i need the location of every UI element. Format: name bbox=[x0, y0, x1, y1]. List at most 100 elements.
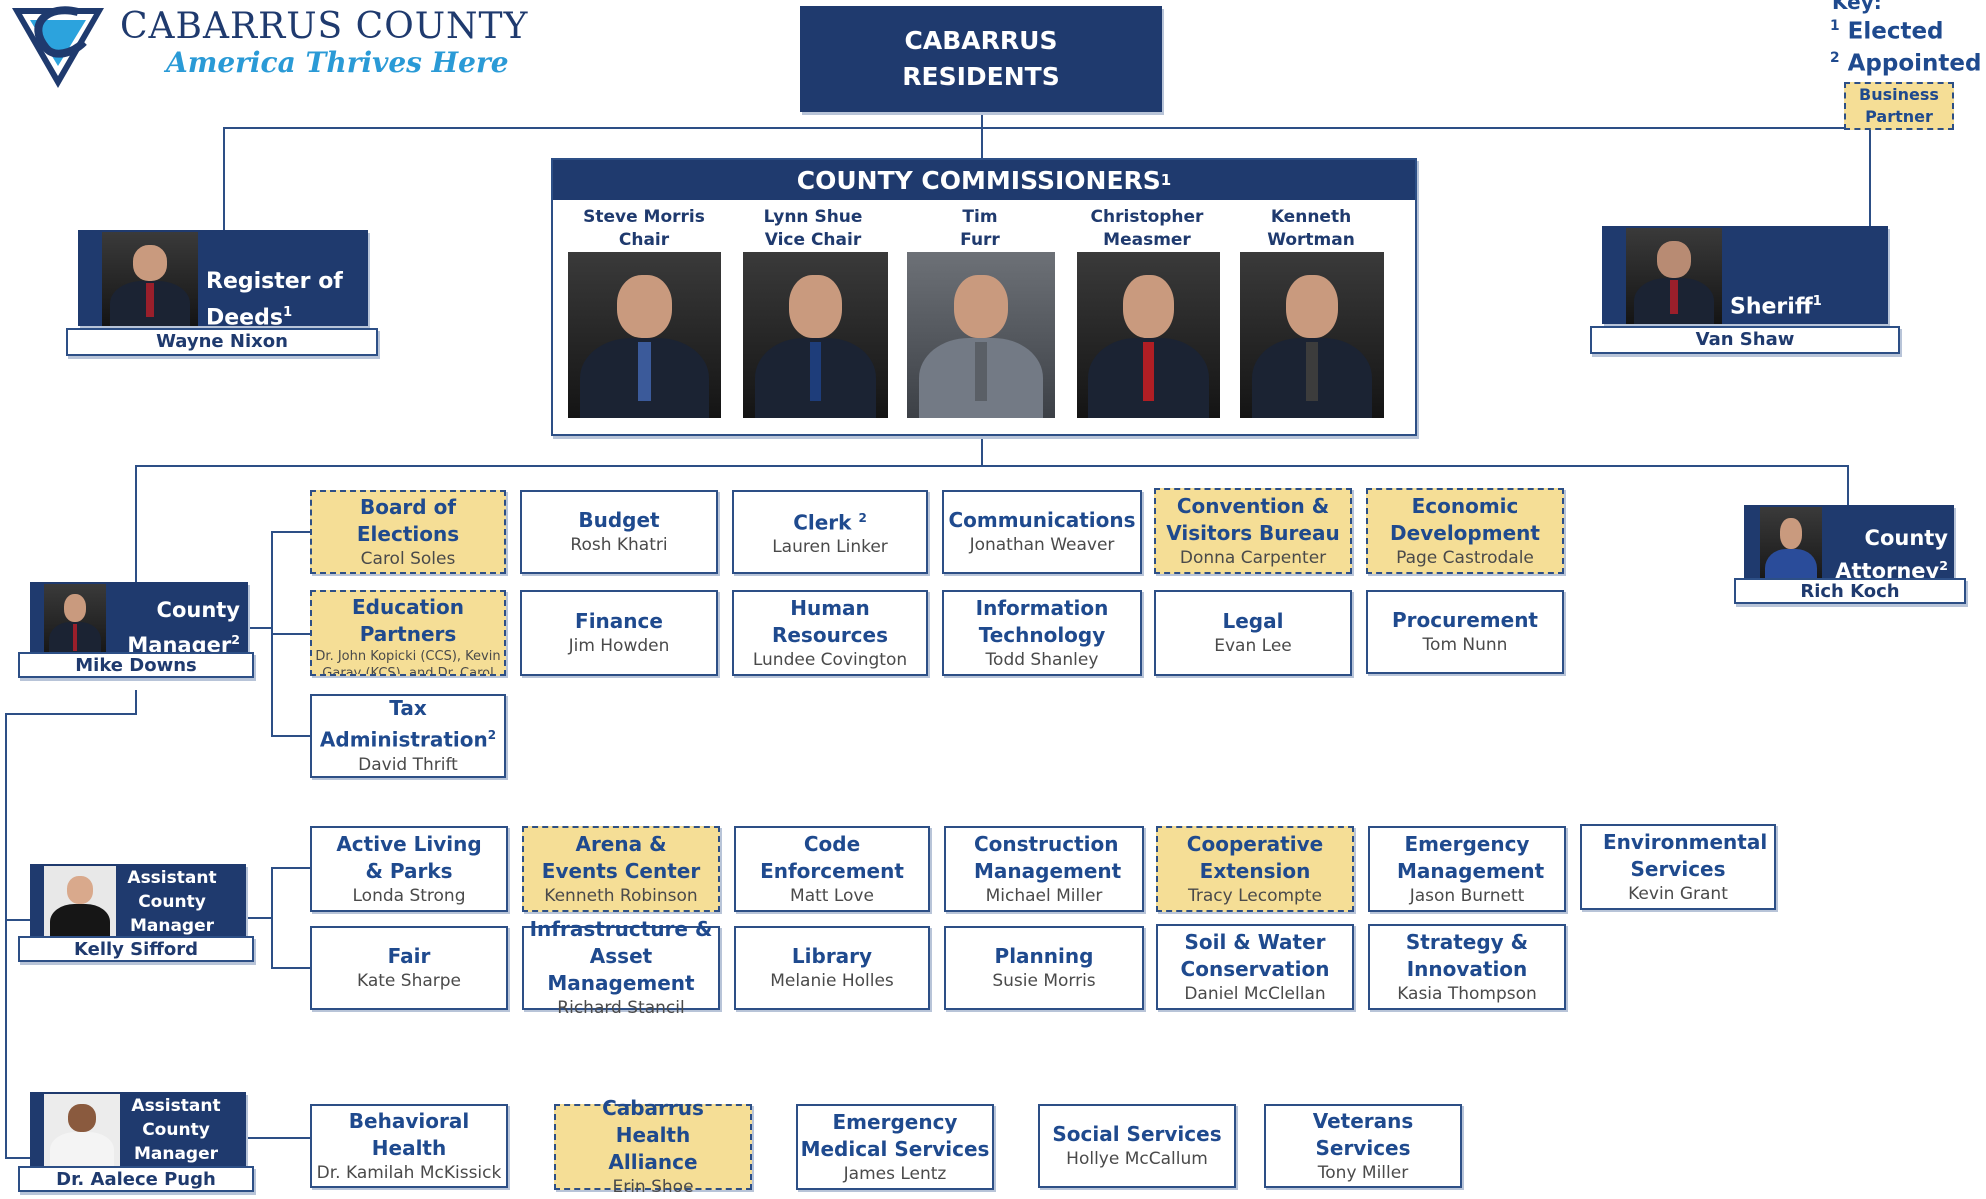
commissioner-first-1: Steve Morris bbox=[583, 207, 705, 227]
dept-ems-title: Emergency Medical Services bbox=[800, 1109, 990, 1161]
dept-fair: Fair Kate Sharpe bbox=[310, 926, 508, 1010]
dept-hr-person: Lundee Covington bbox=[752, 649, 908, 670]
dept-environmental-services: Environmental Services Kevin Grant bbox=[1580, 824, 1776, 910]
dept-veterans-services: Veterans Services Tony Miller bbox=[1264, 1104, 1462, 1188]
key-business-partner: Business Partner bbox=[1844, 82, 1954, 130]
sheriff-photo bbox=[1626, 228, 1722, 324]
commissioner-role-3: Furr bbox=[960, 230, 1000, 250]
key-appointed-label: Appointed bbox=[1847, 50, 1982, 77]
attorney-title: County Attorney2 bbox=[1830, 524, 1948, 585]
dept-coop-person: Tracy Lecompte bbox=[1188, 885, 1322, 906]
commissioner-photo-4 bbox=[1077, 252, 1220, 418]
county-manager-title-1: County bbox=[156, 598, 240, 622]
dept-finance-person: Jim Howden bbox=[568, 636, 670, 656]
dept-clerk-sup: 2 bbox=[858, 510, 867, 525]
commissioners-title-sup: 1 bbox=[1160, 171, 1172, 189]
dept-planning: Planning Susie Morris bbox=[944, 926, 1144, 1010]
dept-behavioral-title: Behavioral Health bbox=[348, 1108, 470, 1160]
commissioner-photo-1 bbox=[568, 252, 721, 418]
register-title-1: Register of bbox=[206, 269, 343, 294]
residents-line2: RESIDENTS bbox=[902, 62, 1060, 91]
dept-code-enforcement: Code Enforcement Matt Love bbox=[734, 826, 930, 912]
dept-cvb-person: Donna Carpenter bbox=[1179, 547, 1327, 568]
acm1-line3: Manager bbox=[129, 916, 215, 936]
dept-library-title: Library bbox=[791, 944, 873, 968]
commissioner-role-5: Wortman bbox=[1267, 230, 1355, 250]
sheriff-sup: 1 bbox=[1812, 294, 1822, 309]
dept-econ-title: Economic Development bbox=[1390, 493, 1540, 545]
dept-behavioral-health: Behavioral Health Dr. Kamilah McKissick bbox=[310, 1104, 508, 1188]
dept-arena-person: Kenneth Robinson bbox=[544, 885, 698, 906]
acm2-line1: Assistant bbox=[131, 1096, 221, 1116]
acm2-line2: County bbox=[142, 1120, 210, 1140]
dept-coop-title: Cooperative Extension bbox=[1186, 831, 1324, 883]
commissioner-role-1: Chair bbox=[618, 230, 670, 250]
dept-tax-title: Tax Administration bbox=[319, 696, 488, 752]
dept-emergency-medical-services: Emergency Medical Services James Lentz bbox=[796, 1104, 994, 1190]
dept-convention-visitors-bureau: Convention & Visitors Bureau Donna Carpe… bbox=[1154, 488, 1352, 574]
sheriff-name: Van Shaw bbox=[1590, 326, 1900, 354]
acm1-photo bbox=[44, 866, 116, 940]
residents-line1: CABARRUS bbox=[904, 26, 1058, 55]
dept-construction-title: Construction Management bbox=[974, 831, 1122, 883]
dept-communications: Communications Jonathan Weaver bbox=[942, 490, 1142, 574]
dept-library-person: Melanie Holles bbox=[770, 971, 894, 991]
commissioner-first-3: Tim bbox=[962, 207, 998, 227]
dept-parks-title: Active Living & Parks bbox=[336, 831, 482, 883]
register-title: Register of Deeds1 bbox=[206, 266, 343, 333]
commissioner-name-2: Lynn Shue Vice Chair bbox=[738, 206, 888, 252]
dept-planning-person: Susie Morris bbox=[992, 971, 1096, 991]
dept-budget-person: Rosh Khatri bbox=[570, 535, 668, 555]
dept-clerk-person: Lauren Linker bbox=[772, 537, 888, 558]
dept-information-technology: Information Technology Todd Shanley bbox=[942, 590, 1142, 676]
commissioner-first-2: Lynn Shue bbox=[763, 207, 863, 227]
dept-fair-person: Kate Sharpe bbox=[356, 971, 462, 991]
dept-parks-person: Londa Strong bbox=[352, 885, 466, 906]
attorney-sup: 2 bbox=[1939, 558, 1948, 573]
commissioner-first-4: Christopher bbox=[1090, 207, 1204, 227]
dept-clerk: Clerk 2 Lauren Linker bbox=[732, 490, 928, 574]
dept-clerk-title: Clerk bbox=[793, 510, 852, 535]
dept-elections-person: Carol Soles bbox=[360, 548, 456, 569]
dept-arena-title: Arena & Events Center bbox=[541, 831, 701, 883]
key-title: Key: bbox=[1832, 0, 1882, 14]
key-partner-label: Business Partner bbox=[1859, 85, 1939, 126]
commissioner-role-2: Vice Chair bbox=[764, 230, 862, 250]
dept-human-resources: Human Resources Lundee Covington bbox=[732, 590, 928, 676]
key-appointed: 2 Appointed bbox=[1830, 50, 1981, 77]
dept-education-person: Dr. John Kopicki (CCS), Kevin Garay (KCS… bbox=[315, 649, 501, 676]
dept-social-services: Social Services Hollye McCallum bbox=[1038, 1104, 1236, 1188]
acm1-line1: Assistant bbox=[127, 868, 217, 888]
register-sup: 1 bbox=[282, 305, 293, 320]
acm2-name: Dr. Aalece Pugh bbox=[18, 1166, 254, 1192]
acm1-name: Kelly Sifford bbox=[18, 936, 254, 962]
sheriff-title-text: Sheriff bbox=[1730, 294, 1813, 320]
acm1-line2: County bbox=[138, 892, 206, 912]
commissioner-role-4: Measmer bbox=[1103, 230, 1191, 250]
dept-legal-person: Evan Lee bbox=[1214, 636, 1292, 656]
dept-tax-administration: Tax Administration2 David Thrift bbox=[310, 694, 506, 778]
dept-construction-management: Construction Management Michael Miller bbox=[944, 826, 1144, 912]
commissioner-name-5: Kenneth Wortman bbox=[1236, 206, 1386, 252]
dept-education-title: Education Partners bbox=[352, 595, 464, 646]
county-manager-sup: 2 bbox=[231, 632, 240, 647]
dept-arena-events-center: Arena & Events Center Kenneth Robinson bbox=[522, 826, 720, 912]
dept-education-partners: Education Partners Dr. John Kopicki (CCS… bbox=[310, 590, 506, 676]
acm2-title: Assistant County Manager bbox=[124, 1094, 228, 1166]
dept-social-person: Hollye McCallum bbox=[1066, 1149, 1208, 1169]
dept-communications-title: Communications bbox=[948, 508, 1136, 532]
commissioner-name-1: Steve Morris Chair bbox=[569, 206, 719, 252]
dept-active-living-parks: Active Living & Parks Londa Strong bbox=[310, 826, 508, 912]
dept-veterans-title: Veterans Services bbox=[1312, 1108, 1414, 1160]
dept-legal: Legal Evan Lee bbox=[1154, 590, 1352, 676]
dept-soil-person: Daniel McClellan bbox=[1184, 983, 1326, 1004]
commissioner-name-3: Tim Furr bbox=[905, 206, 1055, 252]
dept-it-title: Information Technology bbox=[975, 595, 1109, 647]
commissioner-name-4: Christopher Measmer bbox=[1072, 206, 1222, 252]
register-name: Wayne Nixon bbox=[66, 328, 378, 356]
dept-infrastructure-title: Infrastructure & Asset Management bbox=[529, 917, 713, 995]
dept-it-person: Todd Shanley bbox=[985, 649, 1099, 670]
dept-strategy-innovation: Strategy & Innovation Kasia Thompson bbox=[1368, 924, 1566, 1010]
